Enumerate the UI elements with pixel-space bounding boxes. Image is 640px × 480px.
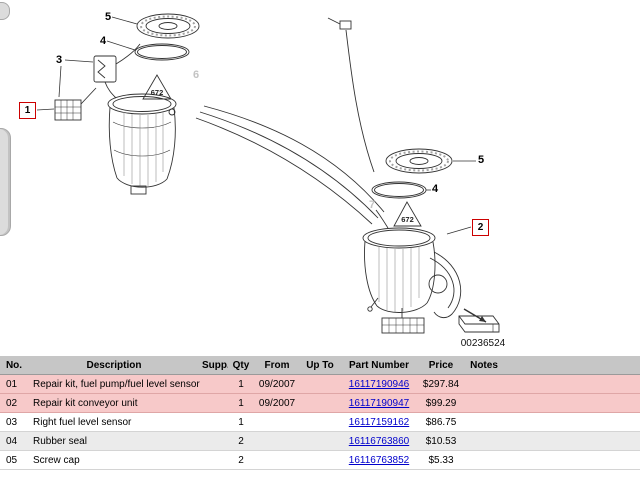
cell-description: Repair kit, fuel pump/fuel level sensor xyxy=(28,374,200,394)
header-notes: Notes xyxy=(464,356,504,375)
cell-description: Rubber seal xyxy=(28,431,200,451)
cell-notes xyxy=(464,431,504,451)
next-diagram-icon[interactable] xyxy=(458,308,500,333)
cell-qty: 1 xyxy=(228,393,254,413)
cell-notes xyxy=(464,393,504,413)
diagram-line-art: 672 672 xyxy=(36,13,500,334)
cell-upto xyxy=(300,412,340,432)
header-description: Description xyxy=(28,356,200,375)
warning-triangle-icon-right xyxy=(393,201,422,227)
cell-no: 03 xyxy=(0,412,28,432)
cell-upto xyxy=(300,374,340,394)
part-number-link[interactable]: 16117190946 xyxy=(348,378,410,390)
header-from: From xyxy=(254,356,300,375)
part-number-link[interactable]: 16116763852 xyxy=(348,454,410,466)
cell-qty: 2 xyxy=(228,431,254,451)
header-supp: Supp. xyxy=(200,356,228,375)
cell-from xyxy=(254,412,300,432)
cell-part-number: 16117190947 xyxy=(340,393,418,413)
callout-4-right[interactable]: 4 xyxy=(432,183,439,195)
cell-supp xyxy=(200,393,228,413)
cell-part-number: 16117190946 xyxy=(340,374,418,394)
cell-notes xyxy=(464,450,504,470)
warning-number-left: 672 xyxy=(151,88,164,97)
cell-description: Screw cap xyxy=(28,450,200,470)
cell-supp xyxy=(200,431,228,451)
cell-qty: 2 xyxy=(228,450,254,470)
cell-no: 01 xyxy=(0,374,28,394)
cell-price: $297.84 xyxy=(418,374,464,394)
cell-supp xyxy=(200,412,228,432)
cell-from xyxy=(254,450,300,470)
cell-description: Right fuel level sensor xyxy=(28,412,200,432)
table-row: 04 Rubber seal 2 16116763860 $10.53 xyxy=(0,431,640,451)
cell-price: $5.33 xyxy=(418,450,464,470)
diagram-number: 00236524 xyxy=(460,338,506,349)
cell-no: 02 xyxy=(0,393,28,413)
callout-2-box[interactable]: 2 xyxy=(472,219,489,236)
part-number-link[interactable]: 16117190947 xyxy=(348,397,410,409)
cell-part-number: 16116763852 xyxy=(340,450,418,470)
header-filler xyxy=(504,356,640,375)
diagram-area: 672 672 5 4 3 1 5 4 2 6 7 00236524 xyxy=(0,2,506,349)
cell-upto xyxy=(300,431,340,451)
warning-number-right: 672 xyxy=(401,215,414,224)
cell-part-number: 16116763860 xyxy=(340,431,418,451)
cell-upto xyxy=(300,450,340,470)
callout-5-left[interactable]: 5 xyxy=(105,11,112,23)
cell-filler xyxy=(504,374,640,394)
header-no: No. xyxy=(0,356,28,375)
header-upto: Up To xyxy=(300,356,340,375)
cell-notes xyxy=(464,412,504,432)
ghost-callout-6: 6 xyxy=(193,69,200,81)
callout-1-box[interactable]: 1 xyxy=(19,102,36,119)
table-row: 03 Right fuel level sensor 1 16117159162… xyxy=(0,412,640,432)
cell-supp xyxy=(200,374,228,394)
table-row: 05 Screw cap 2 16116763852 $5.33 xyxy=(0,450,640,470)
ghost-callout-7: 7 xyxy=(369,199,376,211)
cell-qty: 1 xyxy=(228,412,254,432)
cell-price: $10.53 xyxy=(418,431,464,451)
cell-from: 09/2007 xyxy=(254,393,300,413)
header-qty: Qty xyxy=(228,356,254,375)
warning-triangle-icon-left xyxy=(142,74,172,100)
table-row: 01 Repair kit, fuel pump/fuel level sens… xyxy=(0,374,640,394)
header-price: Price xyxy=(418,356,464,375)
cell-description: Repair kit conveyor unit xyxy=(28,393,200,413)
cell-no: 05 xyxy=(0,450,28,470)
callout-5-right[interactable]: 5 xyxy=(478,154,485,166)
prev-page-tab[interactable] xyxy=(0,128,11,236)
cell-price: $99.29 xyxy=(418,393,464,413)
cell-qty: 1 xyxy=(228,374,254,394)
callout-3[interactable]: 3 xyxy=(56,54,63,66)
part-number-link[interactable]: 16117159162 xyxy=(348,416,410,428)
callout-4-left[interactable]: 4 xyxy=(100,35,107,47)
table-row: 02 Repair kit conveyor unit 1 09/2007 16… xyxy=(0,393,640,413)
cell-no: 04 xyxy=(0,431,28,451)
table-header-row: No. Description Supp. Qty From Up To Par… xyxy=(0,356,640,375)
cell-from: 09/2007 xyxy=(254,374,300,394)
header-part-number: Part Number xyxy=(340,356,418,375)
cell-supp xyxy=(200,450,228,470)
cell-filler xyxy=(504,450,640,470)
cell-filler xyxy=(504,412,640,432)
cell-part-number: 16117159162 xyxy=(340,412,418,432)
cell-price: $86.75 xyxy=(418,412,464,432)
cell-filler xyxy=(504,393,640,413)
parts-table: No. Description Supp. Qty From Up To Par… xyxy=(0,356,640,470)
part-number-link[interactable]: 16116763860 xyxy=(348,435,410,447)
cell-upto xyxy=(300,393,340,413)
cell-filler xyxy=(504,431,640,451)
cell-notes xyxy=(464,374,504,394)
cell-from xyxy=(254,431,300,451)
